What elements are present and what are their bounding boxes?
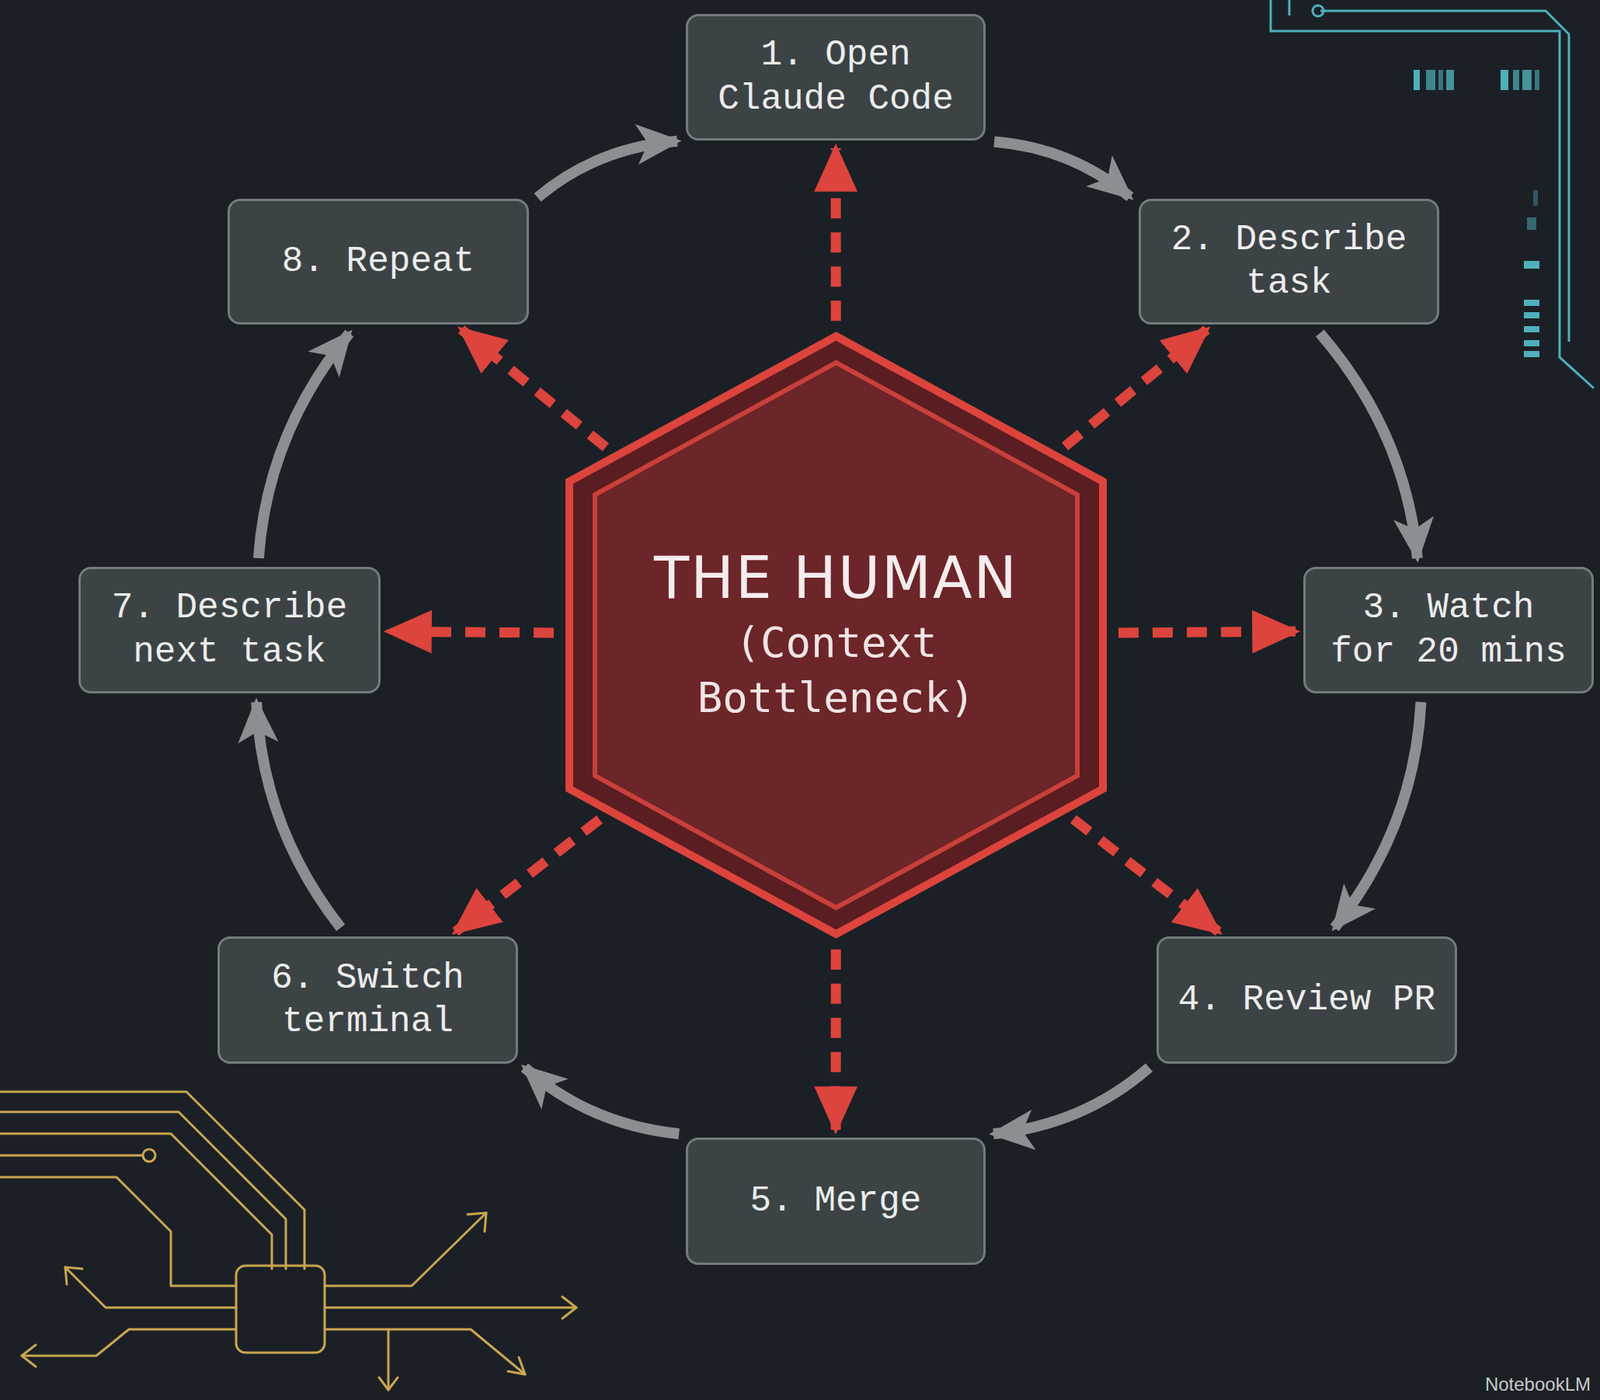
box-label: 7. Describe next task — [96, 586, 363, 674]
dashed-red-arrow — [831, 148, 842, 321]
box-label: 2. Describe task — [1156, 218, 1422, 306]
process-box: 5. Merge — [685, 1137, 986, 1266]
box-label: 6. Switch terminal — [235, 956, 501, 1044]
dashed-red-arrow — [455, 819, 600, 932]
process-box: 8. Repeat — [227, 198, 529, 325]
cycle-arrow — [993, 1067, 1149, 1135]
dashed-red-arrow — [831, 949, 842, 1131]
dashed-red-arrow — [461, 329, 606, 448]
cycle-arrow — [994, 142, 1131, 198]
cycle-arrow — [256, 702, 341, 929]
cycle-arrow — [1334, 702, 1421, 929]
cycle-arrow — [537, 141, 678, 198]
watermark: NotebookLM — [1485, 1373, 1591, 1396]
dashed-red-arrow — [1073, 819, 1219, 933]
chip-traces — [0, 1092, 577, 1391]
dashed-red-arrow — [1118, 631, 1296, 634]
process-box: 1. Open Claude Code — [685, 13, 986, 141]
hub-subtitle: (Context Bottleneck) — [673, 615, 1000, 725]
dashed-red-arrow — [388, 631, 554, 634]
cycle-arrow — [524, 1067, 679, 1135]
process-box: 4. Review PR — [1156, 936, 1458, 1065]
box-label: 1. Open Claude Code — [703, 33, 968, 121]
hub-hexagon: THE HUMAN(Context Bottleneck) — [564, 331, 1108, 940]
box-label: 8. Repeat — [281, 240, 475, 284]
process-box: 2. Describe task — [1138, 198, 1440, 325]
process-box: 7. Describe next task — [78, 566, 381, 694]
dashed-red-arrow — [1064, 329, 1207, 447]
process-box: 6. Switch terminal — [217, 936, 519, 1065]
box-label: 3. Watch for 20 mins — [1321, 586, 1576, 674]
process-box: 3. Watch for 20 mins — [1303, 566, 1594, 694]
hub-title: THE HUMAN — [653, 545, 1019, 612]
box-label: 5. Merge — [750, 1179, 922, 1224]
circuit-traces — [1270, 0, 1594, 389]
cycle-arrow — [1319, 333, 1418, 559]
cycle-arrow — [258, 333, 350, 559]
box-label: 4. Review PR — [1178, 978, 1436, 1023]
